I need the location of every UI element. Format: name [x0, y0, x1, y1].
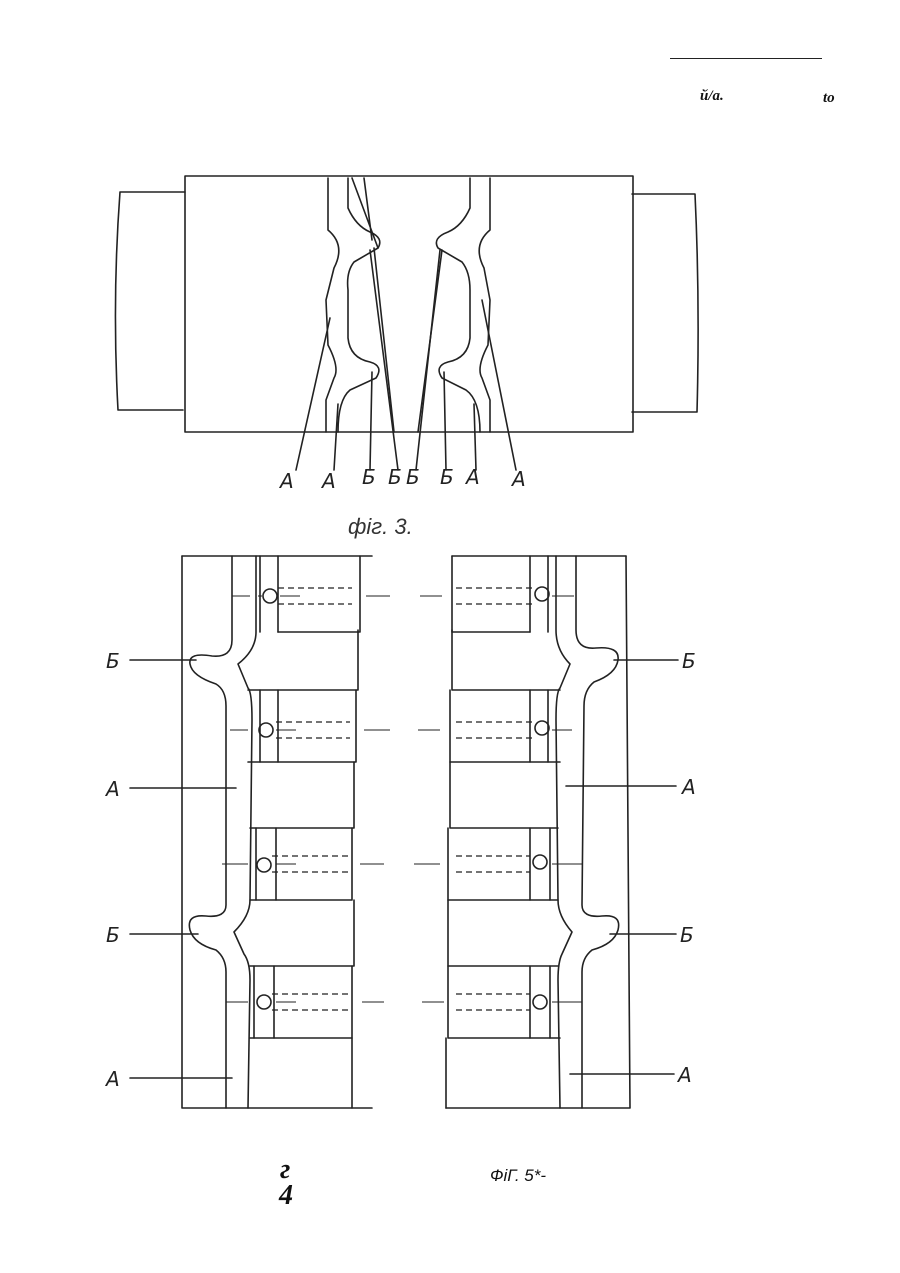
footer-left-line2: 4 [279, 1184, 293, 1208]
footer-left-line1: г [280, 1158, 290, 1182]
fig4-right-label-1: Б [682, 649, 696, 673]
fig3-drawing [115, 176, 698, 470]
fig4-bolts [257, 587, 549, 1009]
fig3-label-2: А [320, 469, 336, 493]
fig4-left-label-1: Б [106, 649, 120, 673]
fig4-center-lines [222, 596, 582, 1002]
fig4-left-half [182, 556, 372, 1108]
fig3-label-4: Б [388, 465, 402, 489]
footer-figure-label: ФіГ. 5*- [490, 1166, 546, 1186]
fig3-label-5: Б [406, 465, 420, 489]
fig4-labels: Б А Б А Б А Б А [104, 649, 696, 1091]
fig3-labels: А А Б Б Б Б А А [278, 465, 526, 493]
fig4-hidden-lines [272, 588, 532, 1010]
fig4-right-label-4: А [676, 1063, 692, 1087]
fig3-caption: фіг. 3. [348, 514, 413, 540]
fig4-right-half [446, 556, 630, 1108]
fig4-right-label-3: Б [680, 923, 694, 947]
fig4-left-label-4: А [104, 1067, 120, 1091]
fig3-label-8: А [510, 467, 526, 491]
fig3-label-3: Б [362, 465, 376, 489]
fig3-label-1: А [278, 469, 294, 493]
fig4-right-label-2: А [680, 775, 696, 799]
fig4-left-label-3: Б [106, 923, 120, 947]
fig3-label-7: А [464, 465, 480, 489]
fig3-label-6: Б [440, 465, 454, 489]
fig4-left-label-2: А [104, 777, 120, 801]
